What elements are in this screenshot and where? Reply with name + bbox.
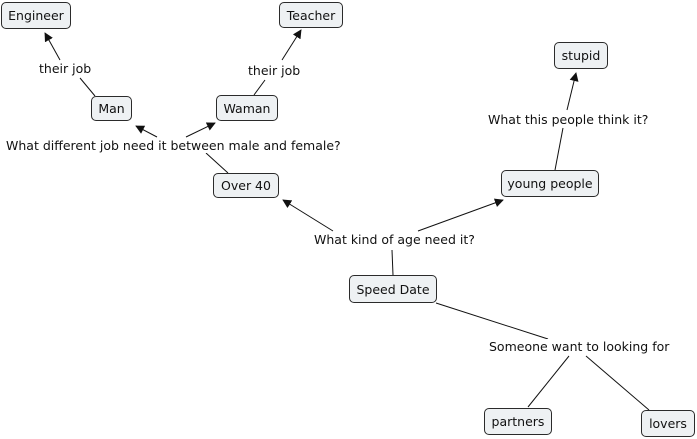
edge-job-phrase-to-man [135,125,158,138]
edge-man-to-their-job-left [79,77,96,97]
edge-job-phrase-to-waman [185,122,216,138]
concept-teacher[interactable]: Teacher [279,2,343,28]
edge-waman-to-their-job-right [253,79,266,96]
edge-speed-date-to-age-phrase [391,249,394,276]
edge-speed-date-to-looking-phrase [435,302,549,340]
concept-partners[interactable]: partners [484,408,552,435]
link-looking-for: Someone want to looking for [487,339,672,354]
link-job-difference: What different job need it between male … [4,138,343,153]
edge-think-phrase-to-stupid [566,72,579,111]
edge-looking-phrase-to-partners [527,355,570,408]
link-people-think: What this people think it? [486,112,651,127]
edge-their-job-left-to-engineer [44,32,61,61]
edge-age-phrase-to-young-people [417,198,504,232]
concept-waman[interactable]: Waman [216,95,278,121]
edge-age-phrase-to-over-40 [282,199,334,232]
edge-their-job-right-to-teacher [281,29,302,61]
concept-young-people[interactable]: young people [501,170,599,197]
concept-speed-date[interactable]: Speed Date [349,275,437,303]
link-their-job-left: their job [37,61,94,76]
concept-engineer[interactable]: Engineer [1,2,71,29]
edge-over-40-to-job-phrase [205,152,229,174]
concept-over-40[interactable]: Over 40 [213,173,279,198]
concept-man[interactable]: Man [91,96,132,121]
concept-lovers[interactable]: lovers [641,410,695,437]
concept-stupid[interactable]: stupid [554,42,608,69]
link-age-needed: What kind of age need it? [312,232,477,247]
link-their-job-right: their job [246,63,303,78]
edge-young-people-to-think-phrase [554,127,564,171]
edge-looking-phrase-to-lovers [585,355,650,411]
